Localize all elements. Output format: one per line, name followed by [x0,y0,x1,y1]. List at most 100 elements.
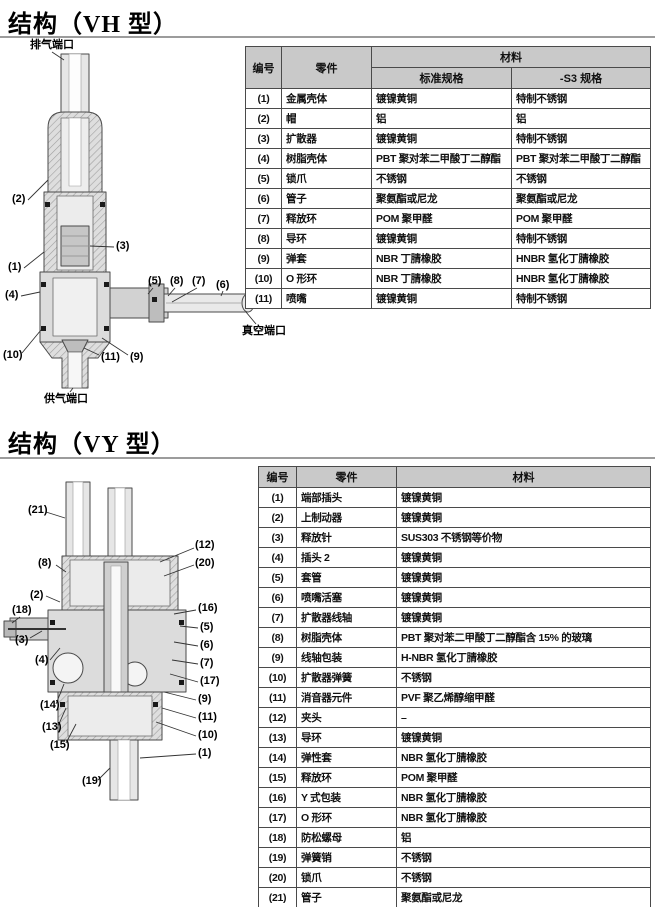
callout-10: (10) [3,349,23,361]
cell-material: 铝 [396,827,651,848]
cell-no: (10) [245,268,282,289]
cell-s3: 不锈钢 [511,168,651,189]
cell-part: 释放针 [296,527,397,548]
cell-part: 扩散器线轴 [296,607,397,628]
callout-11: (11) [198,711,217,723]
cell-std: 镀镍黄铜 [371,228,512,249]
callout-9: (9) [130,351,144,363]
cell-s3: 铝 [511,108,651,129]
callout-2: (2) [30,589,44,601]
callout-14: (14) [40,699,60,711]
cell-material: POM 聚甲醛 [396,767,651,788]
cell-s3: 聚氨酯或尼龙 [511,188,651,209]
vh-cross-section-drawing [20,51,257,393]
callout-18: (18) [12,604,32,616]
cell-std: PBT 聚对苯二甲酸丁二醇酯 [371,148,512,169]
cell-material: NBR 氢化丁腈橡胶 [396,807,651,828]
cell-material: 不锈钢 [396,847,651,868]
cell-part: 弹簧销 [296,847,397,868]
cell-no: (5) [245,168,282,189]
cell-part: 套管 [296,567,397,588]
vh-header-no: 编号 [245,46,282,89]
cell-std: NBR 丁腈橡胶 [371,268,512,289]
callout-15: (15) [50,739,70,751]
table-row: (19)弹簧销不锈钢 [258,847,651,868]
cell-part: 上制动器 [296,507,397,528]
cell-no: (3) [258,527,297,548]
cell-no: (6) [258,587,297,608]
callout-7: (7) [200,657,214,669]
table-row: (6)管子聚氨酯或尼龙聚氨酯或尼龙 [245,188,651,209]
callout-6: (6) [200,639,214,651]
cell-no: (16) [258,787,297,808]
table-row: (11)喷嘴镀镍黄铜特制不锈钢 [245,288,651,309]
callout-16: (16) [198,602,218,614]
cell-material: 不锈钢 [396,867,651,888]
cell-no: (12) [258,707,297,728]
cell-part: 锁爪 [281,168,372,189]
cell-no: (10) [258,667,297,688]
port-label: 真空端口 [242,325,286,337]
cell-part: 插头 2 [296,547,397,568]
cell-material: 镀镍黄铜 [396,547,651,568]
cell-s3: POM 聚甲醛 [511,208,651,229]
cell-no: (1) [245,88,282,109]
cell-part: 消音器元件 [296,687,397,708]
cell-part: 导环 [296,727,397,748]
cell-no: (11) [258,687,297,708]
cell-no: (2) [258,507,297,528]
cell-s3: HNBR 氢化丁腈橡胶 [511,248,651,269]
cell-no: (7) [258,607,297,628]
cell-no: (7) [245,208,282,229]
vh-parts-table: 编号 零件 材料 标准规格 -S3 规格 (1)金属壳体镀镍黄铜特制不锈钢(2)… [245,46,651,309]
vh-header-part: 零件 [281,46,372,89]
callout-1: (1) [8,261,22,273]
table-row: (2)帽铝铝 [245,108,651,129]
cell-std: 不锈钢 [371,168,512,189]
cell-no: (6) [245,188,282,209]
cell-material: 镀镍黄铜 [396,727,651,748]
cell-material: 镀镍黄铜 [396,507,651,528]
cell-s3: HNBR 氢化丁腈橡胶 [511,268,651,289]
cell-material: PBT 聚对苯二甲酸丁二醇酯含 15% 的玻璃 [396,627,651,648]
cell-part: 释放环 [281,208,372,229]
cell-s3: 特制不锈钢 [511,228,651,249]
table-row: (18)防松螺母铝 [258,827,651,848]
cell-part: 弹性套 [296,747,397,768]
table-row: (8)导环镀镍黄铜特制不锈钢 [245,228,651,249]
table-row: (2)上制动器镀镍黄铜 [258,507,651,528]
callout-21: (21) [28,504,48,516]
vy-header-material: 材料 [396,466,651,488]
callout-9: (9) [198,693,212,705]
cell-no: (8) [245,228,282,249]
cell-no: (9) [245,248,282,269]
cell-material: H-NBR 氢化丁腈橡胶 [396,647,651,668]
callout-5: (5) [148,275,162,287]
vy-header-no: 编号 [258,466,297,488]
callout-4: (4) [35,654,49,666]
cell-part: 金属壳体 [281,88,372,109]
callout-7: (7) [192,275,206,287]
callout-3: (3) [116,240,130,252]
cell-no: (9) [258,647,297,668]
callout-6: (6) [216,279,230,291]
callout-4: (4) [5,289,19,301]
table-row: (1)端部插头镀镍黄铜 [258,487,651,508]
cell-part: Y 式包装 [296,787,397,808]
cell-no: (3) [245,128,282,149]
callout-1: (1) [198,747,212,759]
cell-s3: PBT 聚对苯二甲酸丁二醇酯 [511,148,651,169]
cell-no: (13) [258,727,297,748]
cell-part: 喷嘴活塞 [296,587,397,608]
cell-std: 镀镍黄铜 [371,88,512,109]
callout-3: (3) [15,634,29,646]
cell-no: (8) [258,627,297,648]
cell-material: 镀镍黄铜 [396,587,651,608]
